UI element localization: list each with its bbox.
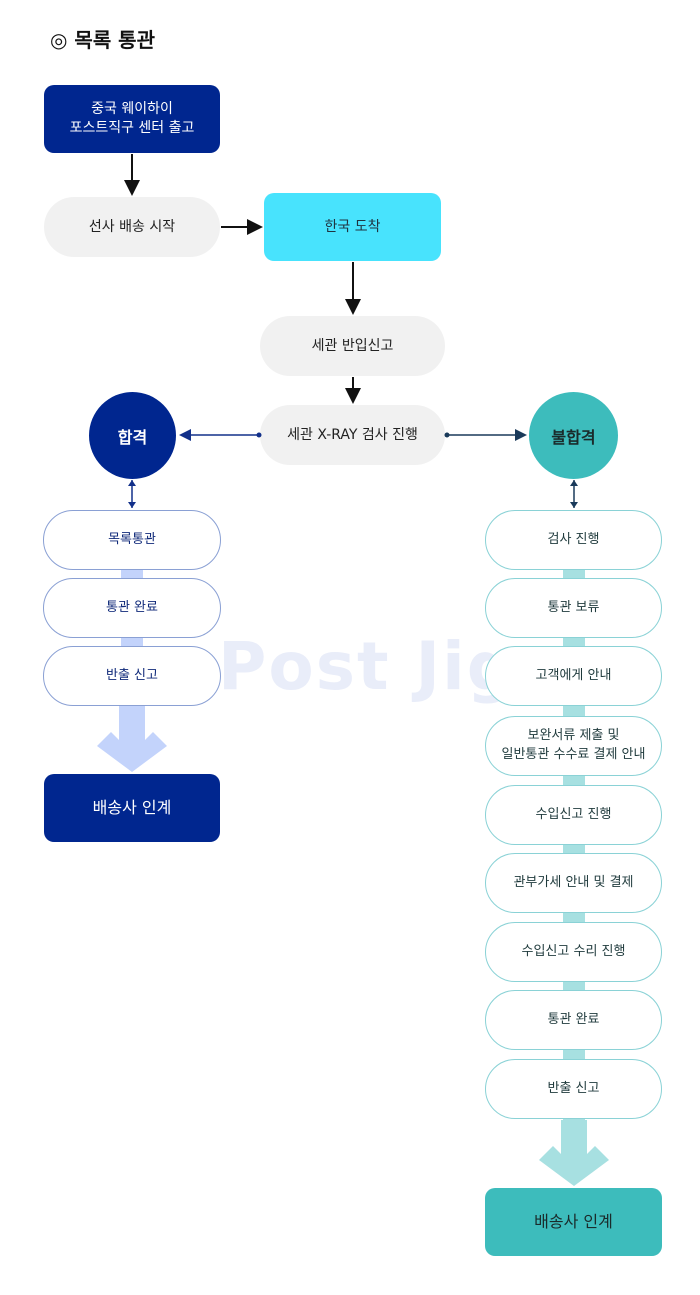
fail-link-bottom-head <box>570 502 578 508</box>
pass-step-release-report: 반출 신고 <box>43 646 221 706</box>
pass-final-handover-box: 배송사 인계 <box>44 774 220 842</box>
fail-step-label: 관부가세 안내 및 결제 <box>513 874 634 890</box>
page-title: ◎ 목록 통관 <box>50 28 155 52</box>
fail-link-top-head <box>570 480 578 486</box>
fail-step-documents-fee: 보완서류 제출 및 일반통관 수수료 결제 안내 <box>485 716 662 776</box>
ship-start-box: 선사 배송 시작 <box>44 197 220 257</box>
pass-circle: 합격 <box>89 392 176 479</box>
fail-big-down-arrow <box>539 1120 609 1186</box>
korea-arrival-label: 한국 도착 <box>324 218 381 235</box>
fail-circle: 불합격 <box>529 392 618 479</box>
pass-step-list-clearance: 목록통관 <box>43 510 221 570</box>
pass-label: 합격 <box>117 427 148 447</box>
fail-step-label: 수입신고 진행 <box>535 806 612 822</box>
fail-step-clearance-complete: 통관 완료 <box>485 990 662 1050</box>
customs-report-box: 세관 반입신고 <box>260 316 445 376</box>
pass-step-label: 반출 신고 <box>106 668 158 684</box>
pass-step-label: 목록통관 <box>108 532 156 548</box>
fail-step-inspection: 검사 진행 <box>485 510 662 570</box>
fail-step-label: 검사 진행 <box>547 531 600 547</box>
fail-step-label: 통관 완료 <box>547 1011 600 1027</box>
fail-step-duties-payment: 관부가세 안내 및 결제 <box>485 853 662 913</box>
pass-final-label: 배송사 인계 <box>92 798 172 818</box>
fail-step-label: 통관 보류 <box>547 599 600 615</box>
ship-start-label: 선사 배송 시작 <box>88 218 176 235</box>
fail-step-label: 반출 신고 <box>547 1080 600 1096</box>
fail-step-label: 수입신고 수리 진행 <box>521 943 626 959</box>
fail-step-import-declaration: 수입신고 진행 <box>485 785 662 845</box>
pass-big-down-arrow <box>97 706 167 772</box>
pass-link-top-head <box>128 480 136 486</box>
xray-inspection-box: 세관 X-RAY 검사 진행 <box>260 405 445 465</box>
center-departure-box: 중국 웨이하이 포스트직구 센터 출고 <box>44 85 220 153</box>
xray-inspection-label: 세관 X-RAY 검사 진행 <box>287 426 418 443</box>
fail-step-label-line-2: 일반통관 수수료 결제 안내 <box>501 747 646 762</box>
fail-label: 불합격 <box>551 427 596 447</box>
fail-final-handover-box: 배송사 인계 <box>485 1188 662 1256</box>
korea-arrival-box: 한국 도착 <box>264 193 441 261</box>
pass-step-label: 통관 완료 <box>106 600 158 616</box>
fail-step-hold: 통관 보류 <box>485 578 662 638</box>
fail-step-declaration-acceptance: 수입신고 수리 진행 <box>485 922 662 982</box>
watermark-text: Post Jig <box>218 628 516 705</box>
customs-report-label: 세관 반입신고 <box>311 337 394 354</box>
fail-step-notify-customer: 고객에게 안내 <box>485 646 662 706</box>
fail-step-label: 고객에게 안내 <box>535 667 612 683</box>
pass-link-bottom-head <box>128 502 136 508</box>
pass-step-clearance-complete: 통관 완료 <box>43 578 221 638</box>
departure-line-1: 중국 웨이하이 <box>91 101 173 118</box>
fail-final-label: 배송사 인계 <box>534 1212 613 1232</box>
fail-step-label-line-1: 보완서류 제출 및 <box>527 728 620 744</box>
fail-step-release-report: 반출 신고 <box>485 1059 662 1119</box>
departure-line-2: 포스트직구 센터 출고 <box>69 120 195 136</box>
